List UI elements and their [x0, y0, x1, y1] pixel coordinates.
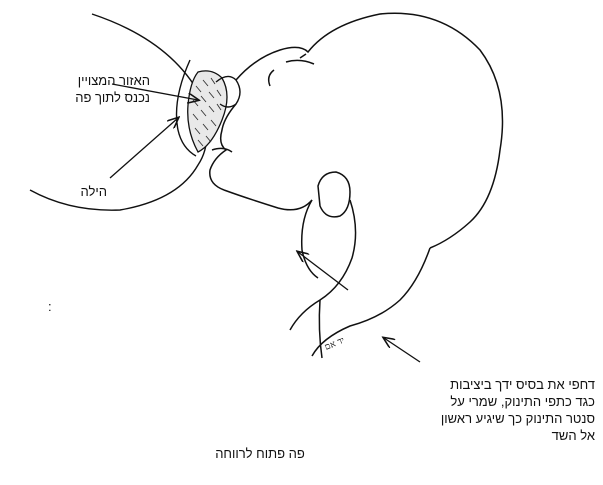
- areola-label: האזור המצויין נכנס לתוך פה: [0, 72, 150, 106]
- colon-marker: :: [48, 298, 52, 315]
- mother-hand: [290, 172, 356, 358]
- pointer-arrows: [110, 84, 420, 362]
- open-mouth-label: פה פתוח לרווחה: [200, 445, 320, 462]
- baby-head-outline: [210, 13, 503, 356]
- hila-label: הילה: [27, 183, 107, 200]
- instruction-label: דחפי את בסיס ידך ביציבות כגד כתפי התינוק…: [375, 376, 595, 444]
- breast-outline: [30, 14, 207, 210]
